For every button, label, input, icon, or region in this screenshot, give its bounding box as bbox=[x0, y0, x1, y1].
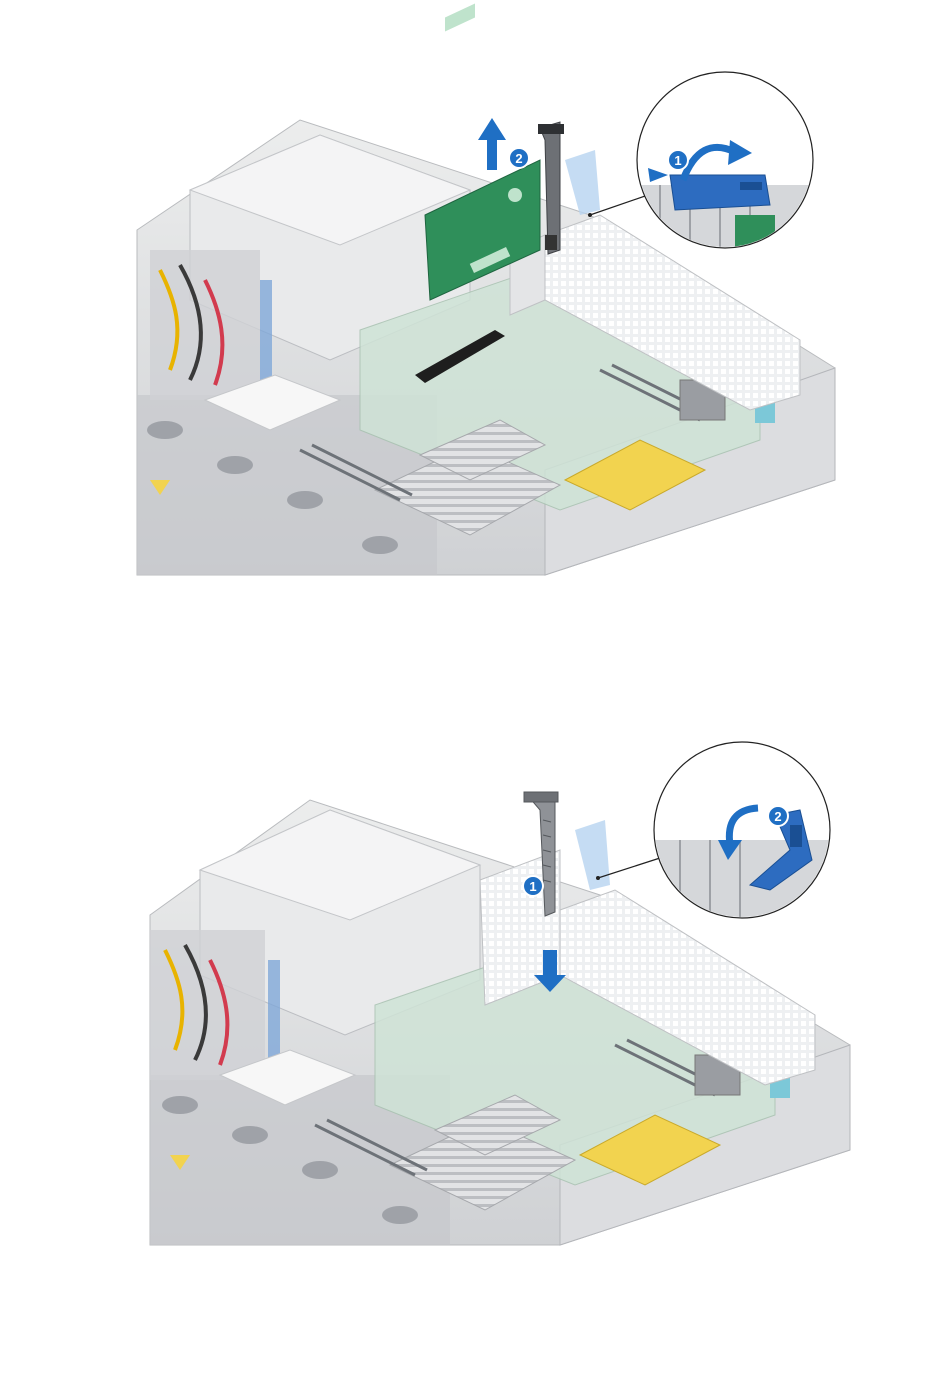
step-2-callout: 2 bbox=[774, 809, 781, 824]
retention-latch bbox=[565, 150, 600, 215]
svg-text:2: 2 bbox=[515, 151, 522, 166]
zoom-detail-latch-open: 1 bbox=[637, 72, 817, 255]
figure-install-filler-bracket: 1 2 bbox=[0, 700, 950, 1300]
illustration-install-bracket: 1 2 bbox=[0, 700, 950, 1300]
lift-arrow-icon bbox=[478, 118, 506, 170]
retention-latch bbox=[575, 820, 610, 890]
illustration-remove-card: 2 1 bbox=[0, 0, 950, 600]
figure-remove-expansion-card: 2 1 bbox=[0, 0, 950, 600]
zoom-detail-latch-close: 2 bbox=[654, 742, 835, 920]
step-1-callout: 1 bbox=[674, 153, 681, 168]
svg-text:1: 1 bbox=[529, 879, 536, 894]
step-2-callout: 2 bbox=[509, 148, 529, 168]
step-1-callout: 1 bbox=[523, 876, 543, 896]
